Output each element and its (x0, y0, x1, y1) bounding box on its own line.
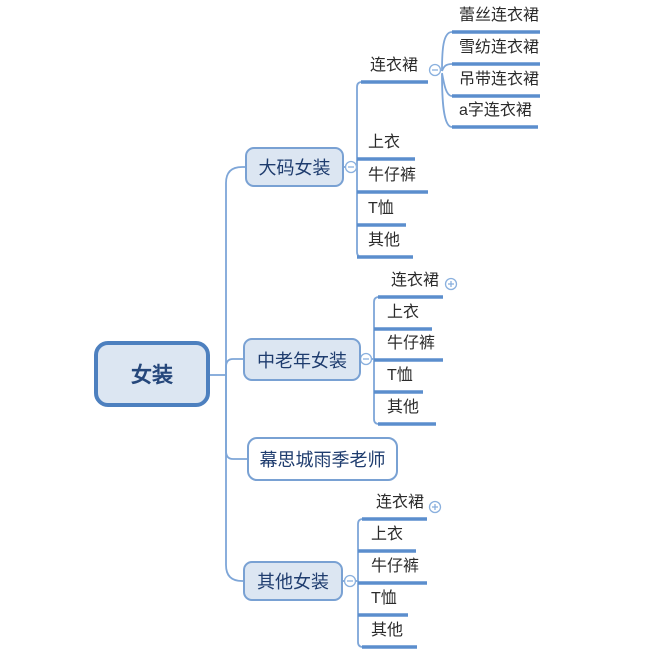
subtopic-other[interactable]: 其他 (371, 622, 404, 639)
plus-icon[interactable] (444, 277, 458, 291)
connector-branch-musicheng (225, 375, 247, 460)
minus-icon[interactable] (343, 574, 357, 588)
subtopic-other[interactable]: 其他 (368, 232, 401, 249)
connector-fan (441, 73, 453, 128)
subtopic-chiffon-dress[interactable]: 雪纺连衣裙 (459, 39, 540, 56)
branch-topic-label: 中老年女装 (257, 350, 347, 371)
subtopic-slip-dress[interactable]: 吊带连衣裙 (459, 71, 540, 88)
connector-children-rail (356, 81, 363, 258)
minus-icon[interactable] (359, 352, 373, 366)
branch-topic-musicheng-teacher[interactable]: 幕思城雨季老师 (247, 437, 398, 481)
connector-fan (441, 72, 453, 97)
branch-topic-label: 大码女装 (258, 158, 331, 178)
branch-topic-label: 其他女装 (257, 572, 329, 592)
minus-icon[interactable] (344, 160, 358, 174)
branch-topic-plus-size[interactable]: 大码女装 (245, 147, 344, 187)
subtopic-tshirt[interactable]: T恤 (387, 367, 413, 384)
subtopic-jeans[interactable]: 牛仔裤 (368, 167, 417, 184)
plus-icon[interactable] (428, 500, 442, 514)
subtopic-tshirt[interactable]: T恤 (371, 590, 397, 607)
subtopic-dress[interactable]: 连衣裙 (376, 494, 425, 511)
branch-topic-label: 幕思城雨季老师 (259, 450, 386, 470)
minus-icon[interactable] (428, 63, 442, 77)
subtopic-other[interactable]: 其他 (387, 399, 420, 416)
subtopic-tshirt[interactable]: T恤 (368, 200, 394, 217)
subtopic-jeans[interactable]: 牛仔裤 (387, 335, 436, 352)
branch-topic-middle-aged[interactable]: 中老年女装 (243, 338, 361, 381)
subtopic-lace-dress[interactable]: 蕾丝连衣裙 (459, 7, 540, 24)
subtopic-jeans[interactable]: 牛仔裤 (371, 558, 420, 575)
subtopic-dress[interactable]: 连衣裙 (391, 272, 440, 289)
subtopic-tops[interactable]: 上衣 (368, 134, 401, 151)
branch-topic-other-womens[interactable]: 其他女装 (243, 561, 343, 601)
subtopic-a-line-dress[interactable]: a字连衣裙 (459, 102, 532, 119)
connector-branch-middle-aged (225, 358, 243, 375)
connector-fan (441, 63, 453, 72)
connector-fan (441, 31, 453, 72)
root-topic-womens-clothing[interactable]: 女装 (94, 341, 210, 407)
connector-branch-plus-size (225, 166, 245, 375)
subtopic-tops[interactable]: 上衣 (387, 304, 420, 321)
subtopic-tops[interactable]: 上衣 (371, 526, 404, 543)
root-topic-label: 女装 (131, 364, 173, 387)
connector-branch-other-womens (225, 375, 243, 582)
subtopic-dress[interactable]: 连衣裙 (370, 57, 419, 74)
